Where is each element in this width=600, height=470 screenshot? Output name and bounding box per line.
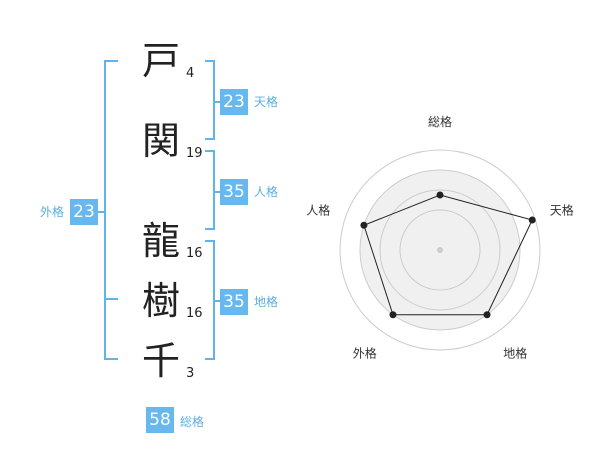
radar-point-2 (528, 216, 536, 224)
name-char-3: 龍 (141, 219, 180, 263)
radar-point-1 (436, 191, 444, 199)
radar-axis-label: 総格 (428, 114, 452, 129)
jinkaku-value: 35 (220, 179, 248, 205)
chikaku-value: 35 (220, 289, 248, 315)
stroke-count-3: 16 (186, 246, 203, 261)
radar-point-3 (483, 311, 491, 319)
stroke-count-5: 3 (186, 366, 195, 381)
radar-grid-ring (339, 149, 541, 351)
name-char-2: 関 (141, 119, 180, 163)
stroke-count-1: 4 (186, 66, 195, 81)
radar-grid-ring (359, 169, 521, 331)
stroke-count-2: 19 (186, 146, 203, 161)
radar-grid-ring (399, 209, 481, 291)
name-char-4: 樹 (141, 279, 180, 323)
gaikaku-value: 23 (70, 199, 98, 225)
radar-grid-ring (379, 189, 501, 311)
gaikaku-label: 外格 (40, 205, 65, 219)
radar-axis-label: 天格 (550, 202, 574, 217)
soukaku-label: 総格 (180, 415, 205, 429)
chikaku-label: 地格 (254, 295, 279, 309)
radar-point-4 (389, 311, 397, 319)
radar-axis-label: 人格 (306, 202, 330, 217)
radar-axis-label: 地格 (503, 346, 527, 361)
name-char-1: 戸 (141, 39, 180, 83)
radar-center-dot (437, 247, 443, 253)
radar-point-5 (360, 221, 368, 229)
radar-axis-label: 外格 (353, 346, 377, 361)
radar-series-line (363, 194, 533, 316)
stroke-count-4: 16 (186, 306, 203, 321)
tenkaku-value: 23 (220, 89, 248, 115)
tenkaku-label: 天格 (254, 95, 279, 109)
jinkaku-label: 人格 (254, 185, 279, 199)
name-char-5: 千 (141, 339, 180, 383)
soukaku-value: 58 (146, 407, 174, 433)
